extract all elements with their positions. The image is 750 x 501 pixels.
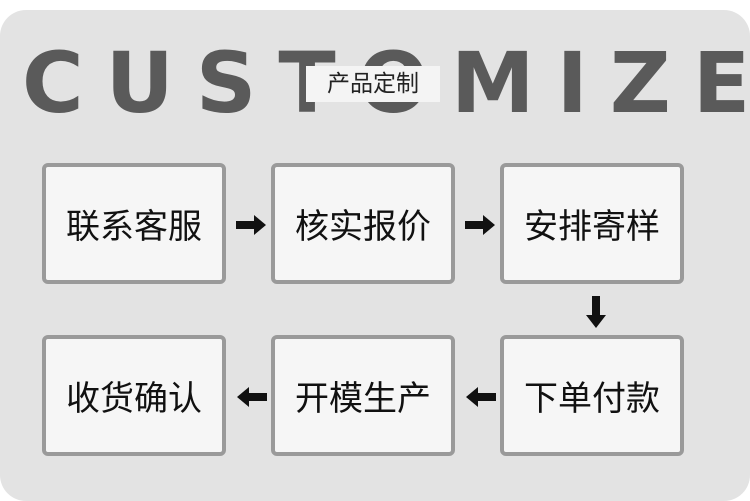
step-place-order: 下单付款 bbox=[500, 335, 684, 456]
arrow-left-icon bbox=[237, 387, 267, 407]
step-verify-quote: 核实报价 bbox=[271, 163, 455, 284]
step-contact-service: 联系客服 bbox=[42, 163, 226, 284]
step-mold-production: 开模生产 bbox=[271, 335, 455, 456]
arrow-right-icon bbox=[465, 215, 495, 235]
subtitle-label: 产品定制 bbox=[306, 66, 440, 102]
arrow-left-icon bbox=[466, 387, 496, 407]
arrow-down-icon bbox=[586, 296, 606, 328]
arrow-right-icon bbox=[236, 215, 266, 235]
step-confirm-receipt: 收货确认 bbox=[42, 335, 226, 456]
step-arrange-sample: 安排寄样 bbox=[500, 163, 684, 284]
